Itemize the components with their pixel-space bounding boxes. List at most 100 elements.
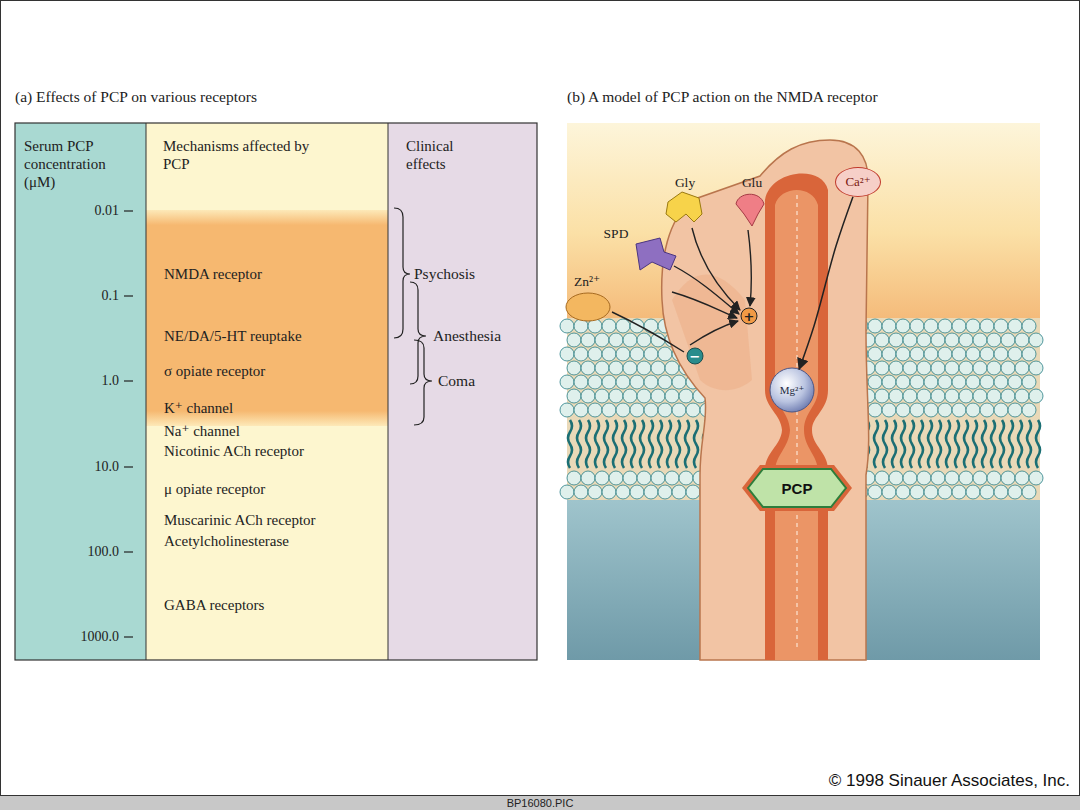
lipid-head (903, 471, 917, 485)
lipid-head (896, 485, 910, 499)
mechanism-label: σ opiate receptor (164, 363, 265, 380)
lipid-head (1015, 389, 1029, 403)
lipid-head (966, 375, 980, 389)
bracket (414, 340, 432, 425)
lipid-head (889, 361, 903, 375)
arrow (690, 321, 738, 345)
lipid-head (868, 347, 882, 361)
column-box: Clinical effects (388, 123, 537, 660)
lipid-head (574, 375, 588, 389)
lipid-tail (676, 420, 680, 468)
lipid-head (896, 375, 910, 389)
lipid-head (665, 389, 679, 403)
effect-label: Anesthesia (433, 327, 501, 345)
lipid-head (679, 471, 693, 485)
lipid-head (1029, 389, 1043, 403)
lipid-head (567, 333, 581, 347)
lipid-tail (919, 420, 923, 468)
mechanism-label: Acetylcholinesterase (164, 533, 289, 550)
lipid-head (588, 347, 602, 361)
lipid-head (882, 403, 896, 417)
hexagon-rim (742, 465, 852, 511)
lipid-head (994, 319, 1008, 333)
axis-tick-label: 100.0 (88, 544, 120, 560)
effect-brackets (394, 208, 432, 425)
lipid-head (672, 403, 686, 417)
ligand-label: Glu (742, 175, 762, 191)
lipid-head (945, 361, 959, 375)
ion-sphere: Mg²⁺ (770, 368, 814, 412)
lipid-head (616, 485, 630, 499)
tick (124, 636, 133, 637)
lipid-head (966, 319, 980, 333)
axis-tick-label: 1.0 (102, 373, 120, 389)
ion-flow-arrow (799, 197, 853, 370)
arrow (674, 266, 739, 314)
lipid-head (910, 319, 924, 333)
lipid-head (588, 485, 602, 499)
lipid-head (875, 333, 889, 347)
lipid-tail (874, 420, 878, 468)
lipid-head (924, 375, 938, 389)
lipid-head (952, 347, 966, 361)
lipid-tail (1009, 420, 1013, 468)
channel-pore (775, 190, 818, 660)
tick (124, 380, 133, 381)
lipid-tail (568, 420, 572, 468)
lipid-head (658, 375, 672, 389)
lipid-tail (649, 420, 653, 468)
lipid-head (924, 347, 938, 361)
lipid-head (896, 403, 910, 417)
arrow (748, 230, 751, 306)
lipid-head (630, 347, 644, 361)
ligand-label: SPD (604, 226, 629, 242)
lipid-tail (955, 420, 959, 468)
lipid-head (644, 485, 658, 499)
lipid-head (1008, 319, 1022, 333)
lipid-head (665, 471, 679, 485)
lipid-head (1001, 389, 1015, 403)
affinity-band (146, 210, 388, 426)
node-text: Serum PCP concentration (μM) (24, 137, 136, 191)
lipid-head (1001, 333, 1015, 347)
arrow (672, 292, 737, 318)
lipid-head (1015, 471, 1029, 485)
lipid-tail (604, 420, 608, 468)
lipid-head (609, 333, 623, 347)
mechanism-label: K⁺ channel (164, 399, 233, 417)
lipid-head (560, 485, 574, 499)
lipid-head (1029, 361, 1043, 375)
lipid-head (630, 319, 644, 333)
lipid-head (1008, 347, 1022, 361)
panel-heading: (a) Effects of PCP on various receptors (15, 88, 257, 106)
lipid-tail (892, 420, 896, 468)
lipid-head (602, 485, 616, 499)
lipid-head (875, 471, 889, 485)
lipid-tail (937, 420, 941, 468)
lipid-head (1001, 361, 1015, 375)
column-divider (388, 123, 389, 660)
lipid-tail (928, 420, 932, 468)
lipid-head (959, 361, 973, 375)
lipid-head (973, 361, 987, 375)
concentration-column (15, 123, 146, 660)
lipid-head (875, 361, 889, 375)
hexagon-face (748, 469, 846, 507)
tick (124, 295, 133, 296)
lipid-head (616, 375, 630, 389)
lipid-head (1029, 333, 1043, 347)
lipid-tail (667, 420, 671, 468)
lipid-head (574, 403, 588, 417)
lipid-head (644, 403, 658, 417)
lipid-head (672, 375, 686, 389)
lipid-head (987, 361, 1001, 375)
lipid-head (889, 471, 903, 485)
lipid-head (581, 389, 595, 403)
lipid-head (868, 375, 882, 389)
lipid-head (987, 333, 1001, 347)
lipid-head (945, 333, 959, 347)
lipid-head (609, 361, 623, 375)
lipid-head (658, 403, 672, 417)
lipid-head (560, 319, 574, 333)
